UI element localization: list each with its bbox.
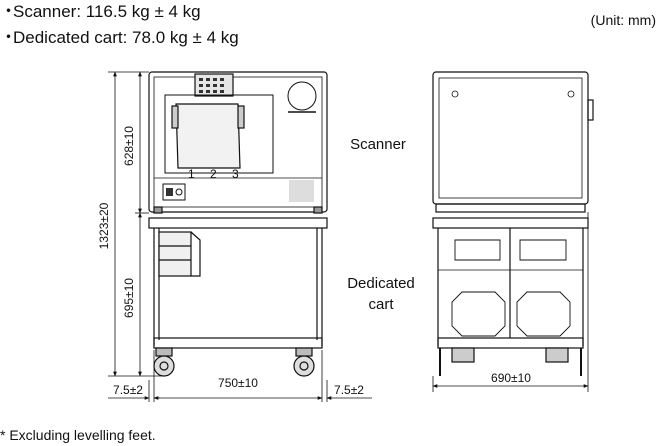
scanner-body-front bbox=[148, 71, 328, 213]
cart-weight-text: Dedicated cart: 78.0 kg ± 4 kg bbox=[13, 28, 239, 47]
scanner-inner-frame bbox=[153, 76, 323, 208]
cart-label-line1: Dedicated bbox=[347, 275, 415, 292]
film-tray bbox=[175, 103, 241, 169]
cart-label: Dedicated cart bbox=[331, 273, 431, 315]
caster-mount-right bbox=[295, 347, 313, 357]
caster-left-hub bbox=[159, 361, 169, 371]
cart-height-dimension: 695±10 bbox=[122, 278, 136, 318]
bracket-upper-left bbox=[454, 239, 501, 261]
scanner-weight-spec: ・Scanner: 116.5 kg ± 4 kg bbox=[0, 2, 201, 22]
cart-weight-spec: ・Dedicated cart: 78.0 kg ± 4 kg bbox=[0, 28, 239, 48]
tray-side bbox=[190, 231, 201, 277]
front-view bbox=[148, 71, 328, 377]
door-window bbox=[164, 94, 274, 174]
scanner-weight-text: Scanner: 116.5 kg ± 4 kg bbox=[13, 2, 201, 21]
caster-right-hub bbox=[299, 361, 309, 371]
scanner-side-panel bbox=[438, 77, 583, 199]
side-caster-left bbox=[451, 347, 475, 363]
tray-stack bbox=[158, 231, 192, 277]
spec-bullet: ・ bbox=[0, 2, 17, 21]
side-caster-right bbox=[545, 347, 569, 363]
bracket-lower-left bbox=[451, 291, 506, 337]
depth-dimension: 690±10 bbox=[491, 371, 531, 385]
side-view bbox=[432, 71, 594, 376]
bracket-lower-right bbox=[516, 291, 571, 337]
tray-handle-right bbox=[237, 105, 245, 129]
tray-handle-left bbox=[171, 105, 179, 129]
scanner-foot-right bbox=[313, 206, 323, 214]
power-indicator bbox=[175, 188, 183, 196]
scanner-foot-left bbox=[153, 206, 163, 214]
cart-bottom-frame bbox=[153, 337, 323, 349]
tray-number-1: 1 bbox=[188, 167, 195, 181]
spec-bullet: ・ bbox=[0, 28, 17, 47]
cart-top-front bbox=[148, 217, 328, 229]
screw-top-right bbox=[567, 90, 575, 98]
screw-top-left bbox=[451, 90, 459, 98]
caster-mount-left bbox=[155, 347, 173, 357]
keypad-buttons bbox=[199, 78, 224, 93]
power-switch bbox=[162, 183, 186, 201]
cart-side-bottom bbox=[437, 337, 584, 349]
caster-right bbox=[293, 355, 315, 377]
total-height-dimension: 1323±20 bbox=[97, 202, 111, 249]
width-dimension: 750±10 bbox=[218, 376, 258, 390]
power-switch-toggle bbox=[166, 188, 173, 196]
scanner-height-dimension: 628±10 bbox=[122, 126, 136, 166]
dimension-lines bbox=[108, 71, 589, 402]
cart-top-side bbox=[432, 217, 589, 229]
caster-left bbox=[153, 355, 175, 377]
bracket-upper-right bbox=[519, 239, 567, 261]
brand-logo bbox=[287, 81, 317, 111]
unit-note: (Unit: mm) bbox=[590, 12, 656, 28]
scanner-side-base bbox=[435, 203, 586, 213]
tray-number-3: 3 bbox=[232, 167, 239, 181]
left-margin-dimension: 7.5±2 bbox=[113, 383, 143, 397]
tray-number-2: 2 bbox=[210, 167, 217, 181]
scanner-body-side bbox=[432, 71, 589, 205]
side-handle bbox=[587, 99, 594, 121]
right-margin-dimension: 7.5±2 bbox=[334, 383, 364, 397]
cart-label-line2: cart bbox=[368, 296, 394, 313]
vent-grille bbox=[289, 180, 314, 202]
footnote: * Excluding levelling feet. bbox=[0, 427, 156, 443]
scanner-label: Scanner bbox=[350, 136, 406, 153]
